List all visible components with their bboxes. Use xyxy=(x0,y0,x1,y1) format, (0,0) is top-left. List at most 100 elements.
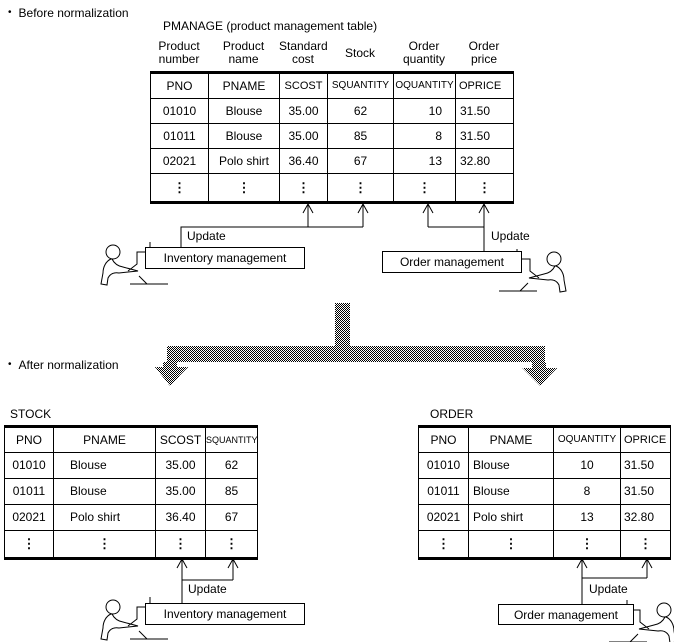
inventory-management-box: Inventory management xyxy=(145,247,305,269)
bullet-icon: • xyxy=(8,7,12,18)
update-label: Update xyxy=(187,229,226,243)
ellipsis-cell: ⋮ xyxy=(620,530,671,559)
table-cell: 8 xyxy=(393,123,456,149)
table-cell: 36.40 xyxy=(279,148,328,174)
table-cell: 02021 xyxy=(150,148,209,174)
table-cell: 85 xyxy=(327,123,394,149)
table-cell: Blouse xyxy=(208,123,280,149)
column-header: SQUANTITY xyxy=(327,72,394,99)
table-cell: 8 xyxy=(553,478,621,505)
update-arrow-icon xyxy=(176,557,239,603)
column-header: SCOST xyxy=(155,426,206,453)
column-header: SQUANTITY xyxy=(205,426,258,453)
table-cell: Polo shirt xyxy=(208,148,280,174)
table-cell: Blouse xyxy=(53,478,156,505)
table-cell: 32.80 xyxy=(620,504,671,531)
table-cell: 31.50 xyxy=(620,452,671,479)
update-arrow-icon xyxy=(180,202,369,247)
column-header: OQUANTITY xyxy=(393,72,456,99)
ellipsis-cell: ⋮ xyxy=(468,530,554,559)
order-title: ORDER xyxy=(430,407,474,421)
ellipsis-cell: ⋮ xyxy=(53,530,156,559)
table-cell: 01011 xyxy=(418,478,469,505)
ellipsis-cell: ⋮ xyxy=(393,173,456,203)
after-section-label: • After normalization xyxy=(8,358,119,372)
column-caption: Stock xyxy=(344,45,375,60)
before-section-label: • Before normalization xyxy=(8,6,129,20)
column-header: OQUANTITY xyxy=(553,426,621,453)
table-cell: 31.50 xyxy=(620,478,671,505)
table-cell: 67 xyxy=(205,504,258,531)
table-cell: 62 xyxy=(327,98,394,124)
ellipsis-cell: ⋮ xyxy=(455,173,514,203)
column-header: OPRICE xyxy=(620,426,671,453)
table-cell: 31.50 xyxy=(455,98,514,124)
inventory-management-box: Inventory management xyxy=(145,603,305,625)
update-label: Update xyxy=(188,582,227,596)
table-cell: 01010 xyxy=(418,452,469,479)
ellipsis-cell: ⋮ xyxy=(418,530,469,559)
column-header: PNAME xyxy=(468,426,554,453)
pmanage-title: PMANAGE (product management table) xyxy=(163,19,378,33)
table-cell: 31.50 xyxy=(455,123,514,149)
ellipsis-cell: ⋮ xyxy=(327,173,394,203)
ellipsis-cell: ⋮ xyxy=(155,530,206,559)
table-cell: 01011 xyxy=(150,123,209,149)
table-cell: 62 xyxy=(205,452,258,479)
update-label: Update xyxy=(589,582,628,596)
column-header: PNO xyxy=(418,426,469,453)
table-cell: 67 xyxy=(327,148,394,174)
column-header: PNO xyxy=(150,72,209,99)
ellipsis-cell: ⋮ xyxy=(4,530,54,559)
ellipsis-cell: ⋮ xyxy=(279,173,328,203)
table-cell: 85 xyxy=(205,478,258,505)
table-cell: 13 xyxy=(393,148,456,174)
ellipsis-cell: ⋮ xyxy=(553,530,621,559)
table-cell: Polo shirt xyxy=(468,504,554,531)
update-arrow-icon xyxy=(422,202,490,251)
table-cell: 02021 xyxy=(418,504,469,531)
update-label: Update xyxy=(491,229,530,243)
ellipsis-cell: ⋮ xyxy=(205,530,258,559)
ellipsis-cell: ⋮ xyxy=(208,173,280,203)
table-cell: 01010 xyxy=(150,98,209,124)
ellipsis-cell: ⋮ xyxy=(150,173,209,203)
column-header: PNO xyxy=(4,426,54,453)
table-cell: 35.00 xyxy=(279,123,328,149)
table-cell: 10 xyxy=(553,452,621,479)
bullet-icon: • xyxy=(8,359,12,370)
table-cell: Blouse xyxy=(208,98,280,124)
order-management-box: Order management xyxy=(498,604,634,625)
column-header: SCOST xyxy=(279,72,328,99)
column-header: PNAME xyxy=(208,72,280,99)
column-header: PNAME xyxy=(53,426,156,453)
halftone-normalization-arrow-icon xyxy=(155,303,557,386)
table-cell: 36.40 xyxy=(155,504,206,531)
table-cell: Blouse xyxy=(53,452,156,479)
table-cell: 13 xyxy=(553,504,621,531)
table-cell: 32.80 xyxy=(455,148,514,174)
table-cell: 35.00 xyxy=(279,98,328,124)
table-cell: 01010 xyxy=(4,452,54,479)
order-management-box: Order management xyxy=(382,251,522,273)
table-cell: Blouse xyxy=(468,452,554,479)
column-header: OPRICE xyxy=(455,72,514,99)
table-cell: Polo shirt xyxy=(53,504,156,531)
table-cell: 02021 xyxy=(4,504,54,531)
table-cell: Blouse xyxy=(468,478,554,505)
table-cell: 35.00 xyxy=(155,478,206,505)
stock-title: STOCK xyxy=(10,407,52,421)
table-cell: 10 xyxy=(393,98,456,124)
table-cell: 01011 xyxy=(4,478,54,505)
